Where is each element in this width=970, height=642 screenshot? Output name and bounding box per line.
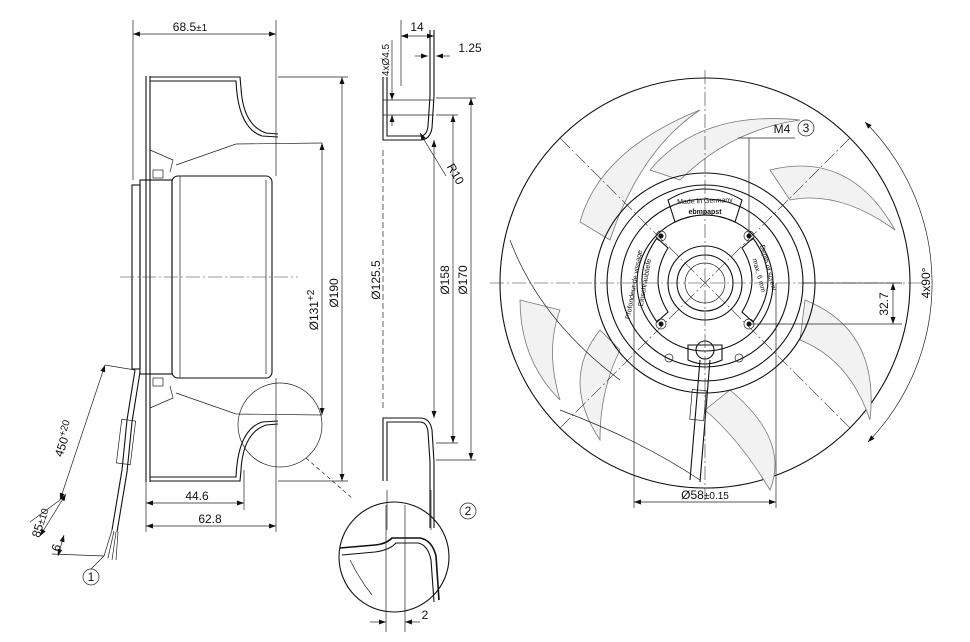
dim-d190: Ø190 — [327, 278, 341, 308]
inlet-ring-section: 4xØ4.5 14 1.25 R10 Ø125.5 Ø158 Ø170 — [369, 20, 482, 530]
dim-offset: 32.7 — [877, 292, 891, 316]
dim-d125-5: Ø125.5 — [369, 260, 383, 300]
dim-44-6: 44.6 — [185, 489, 209, 503]
callout-1: 1 — [88, 570, 95, 584]
label-brand: ebmpapst — [688, 209, 722, 216]
dim-d131: Ø131+2 — [306, 289, 321, 330]
dim-side-width: 68.5±1 — [173, 20, 208, 34]
dim-strip-end: 6 — [49, 542, 64, 553]
dim-ring-width: 14 — [410, 20, 424, 34]
dim-angle: 4x90° — [919, 267, 933, 298]
side-view: 68.5±1 Ø131+2 Ø190 44.6 62.8 450+20 85±1… — [29, 20, 353, 586]
callout-2: 2 — [465, 504, 472, 518]
dim-hub-diameter: Ø58±0.15 — [681, 488, 729, 502]
dim-thread: M4 — [774, 122, 791, 136]
dim-62-8: 62.8 — [198, 512, 222, 526]
callout-3: 3 — [803, 121, 810, 135]
dim-radius: R10 — [444, 161, 467, 187]
dim-holes: 4xØ4.5 — [381, 43, 392, 76]
dim-cable-length: 450+20 — [51, 418, 77, 458]
front-view: Made in Germany ebmpapst Depth of screw … — [490, 70, 933, 508]
detail-view-2: 2 2 — [338, 501, 477, 632]
label-made-in: Made in Germany — [677, 197, 733, 206]
dim-detail-gap: 2 — [422, 608, 429, 622]
dim-ring-thickness: 1.25 — [458, 41, 482, 55]
dim-d158: Ø158 — [438, 265, 452, 295]
dim-strip-length: 85±10 — [29, 506, 52, 539]
dim-d170: Ø170 — [456, 265, 470, 295]
